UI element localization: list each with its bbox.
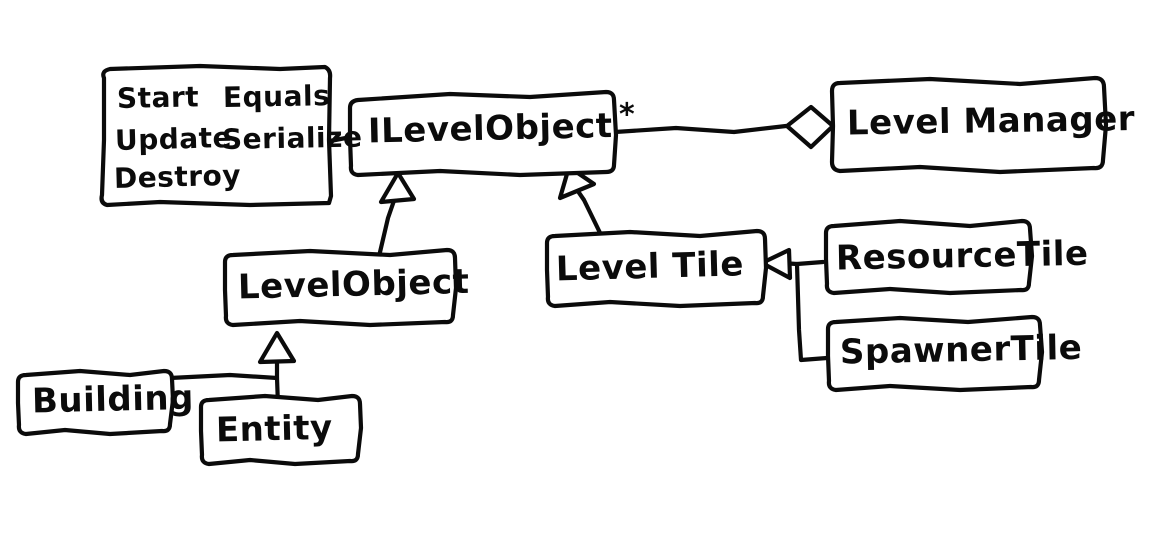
multiplicity-star-label: * (619, 98, 635, 133)
levelobject-label: LevelObject (237, 262, 469, 308)
edge-methods-to-ilevelobject (327, 134, 354, 144)
resourcetile-box-shape (823, 218, 1035, 296)
aggregation-diamond-levelmanager (784, 104, 836, 150)
entity-box-shape (198, 393, 364, 467)
levelmanager-label: Level Manager (847, 99, 1136, 144)
leveltile-label: Level Tile (555, 244, 744, 289)
entity-label: Entity (216, 408, 334, 451)
method-label-destroy: Destroy (114, 159, 242, 195)
levelmanager-box-shape (829, 75, 1109, 175)
resourcetile-label: ResourceTile (836, 234, 1089, 279)
method-label-update: Update (115, 121, 233, 157)
inheritance-arrow-resourcetile (759, 247, 793, 281)
building-box-shape (15, 368, 176, 437)
methods-box-shape (99, 63, 334, 208)
inheritance-arrow-levelobject (378, 170, 417, 205)
inheritance-arrow-levelobject-children (257, 330, 297, 365)
ilevelobject-box-shape (347, 89, 619, 178)
spawnertile-box-shape (825, 314, 1045, 393)
method-label-equals: Equals (223, 79, 331, 114)
building-label: Building (32, 378, 195, 422)
edge-ilevelobject-levelmanager-line (612, 123, 789, 135)
method-label-start: Start (117, 80, 200, 115)
spawnertile-label: SpawnerTile (840, 328, 1083, 373)
edge-tiles-junction (794, 259, 830, 363)
method-label-serialize: Serialize (222, 121, 363, 156)
leveltile-box-shape (544, 228, 769, 309)
levelobject-box-shape (222, 247, 459, 328)
ilevelobject-label: ILevelObject (368, 106, 613, 152)
edge-building-entity-junction (167, 349, 280, 381)
